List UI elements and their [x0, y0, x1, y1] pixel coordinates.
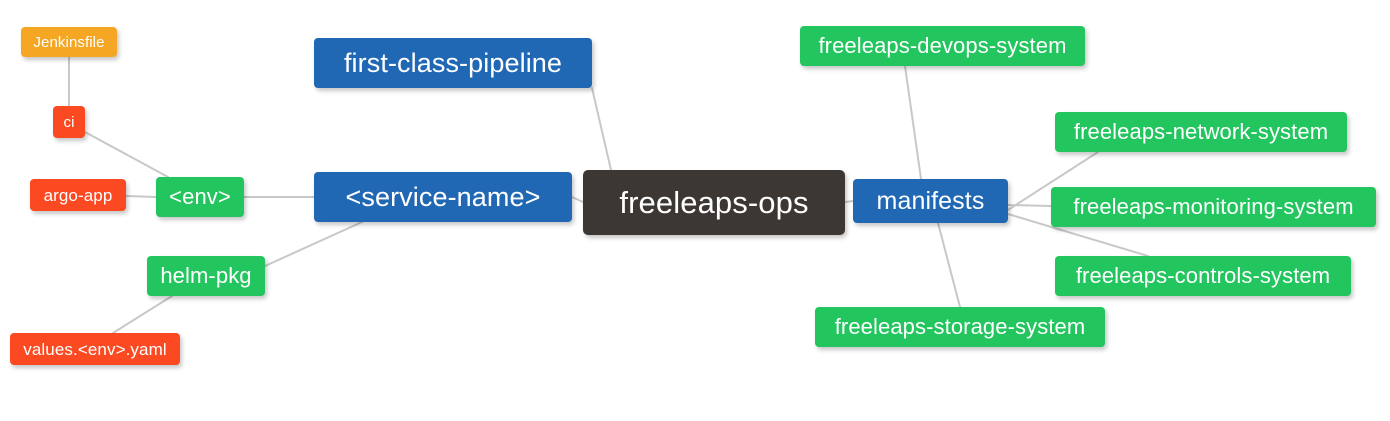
- node-manifests[interactable]: manifests: [853, 179, 1008, 223]
- node-freeleaps-network-system[interactable]: freeleaps-network-system: [1055, 112, 1347, 152]
- node-service-name[interactable]: <service-name>: [314, 172, 572, 222]
- node-label-ci: ci: [63, 113, 75, 131]
- node-jenkinsfile[interactable]: Jenkinsfile: [21, 27, 117, 57]
- node-label-freeleaps-network-system: freeleaps-network-system: [1073, 119, 1329, 144]
- node-label-freeleaps-monitoring-system: freeleaps-monitoring-system: [1073, 194, 1354, 219]
- node-freeleaps-devops-system[interactable]: freeleaps-devops-system: [800, 26, 1085, 66]
- edge-manifests-to-freeleaps-monitoring-system: [1007, 204, 1052, 207]
- node-helm-pkg[interactable]: helm-pkg: [147, 256, 265, 296]
- node-label-freeleaps-ops: freeleaps-ops: [619, 185, 809, 220]
- node-label-argo-app: argo-app: [43, 185, 113, 205]
- node-label-freeleaps-controls-system: freeleaps-controls-system: [1075, 263, 1331, 288]
- node-label-jenkinsfile: Jenkinsfile: [33, 33, 105, 51]
- node-argo-app[interactable]: argo-app: [30, 179, 126, 211]
- node-label-freeleaps-devops-system: freeleaps-devops-system: [818, 33, 1067, 58]
- node-freeleaps-controls-system[interactable]: freeleaps-controls-system: [1055, 256, 1351, 296]
- edge-freeleaps-ops-to-manifests: [844, 200, 854, 203]
- node-ci[interactable]: ci: [53, 106, 85, 138]
- node-label-manifests: manifests: [876, 186, 985, 215]
- edge-service-name-to-helm-pkg: [264, 221, 363, 267]
- edge-manifests-to-freeleaps-devops-system: [904, 65, 922, 180]
- edge-manifests-to-freeleaps-storage-system: [937, 222, 961, 308]
- node-freeleaps-monitoring-system[interactable]: freeleaps-monitoring-system: [1051, 187, 1376, 227]
- edge-env-to-ci: [84, 131, 169, 178]
- node-label-first-class-pipeline: first-class-pipeline: [343, 47, 563, 78]
- node-freeleaps-ops[interactable]: freeleaps-ops: [583, 170, 845, 235]
- edge-freeleaps-ops-to-service-name: [571, 196, 584, 203]
- edge-env-to-argo-app: [125, 195, 157, 198]
- node-label-values-env-yaml: values.<env>.yaml: [23, 339, 167, 359]
- node-label-helm-pkg: helm-pkg: [160, 263, 252, 288]
- node-first-class-pipeline[interactable]: first-class-pipeline: [314, 38, 592, 88]
- node-env[interactable]: <env>: [156, 177, 244, 217]
- node-values-env-yaml[interactable]: values.<env>.yaml: [10, 333, 180, 365]
- node-label-freeleaps-storage-system: freeleaps-storage-system: [834, 314, 1086, 339]
- edge-helm-pkg-to-values-env-yaml: [112, 295, 173, 334]
- node-freeleaps-storage-system[interactable]: freeleaps-storage-system: [815, 307, 1105, 347]
- node-label-env: <env>: [169, 184, 231, 209]
- node-label-service-name: <service-name>: [345, 181, 541, 212]
- edge-freeleaps-ops-to-first-class-pipeline: [591, 87, 612, 171]
